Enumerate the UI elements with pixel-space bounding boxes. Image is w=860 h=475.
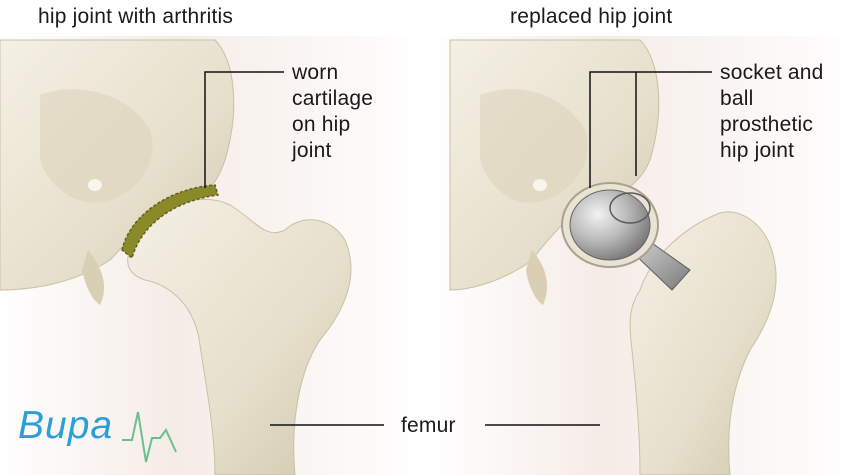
panel-title-arthritis: hip joint with arthritis (38, 4, 233, 30)
prosthetic-ball (570, 190, 650, 260)
callout-worn-cartilage: worn cartilage on hip joint (292, 60, 373, 164)
right-foramen (533, 179, 547, 191)
bupa-logo: Bupa (18, 404, 113, 448)
callout-femur: femur (401, 413, 456, 439)
callout-prosthesis: socket and ball prosthetic hip joint (720, 60, 824, 164)
panel-title-replaced: replaced hip joint (510, 4, 672, 30)
left-foramen (88, 179, 102, 191)
